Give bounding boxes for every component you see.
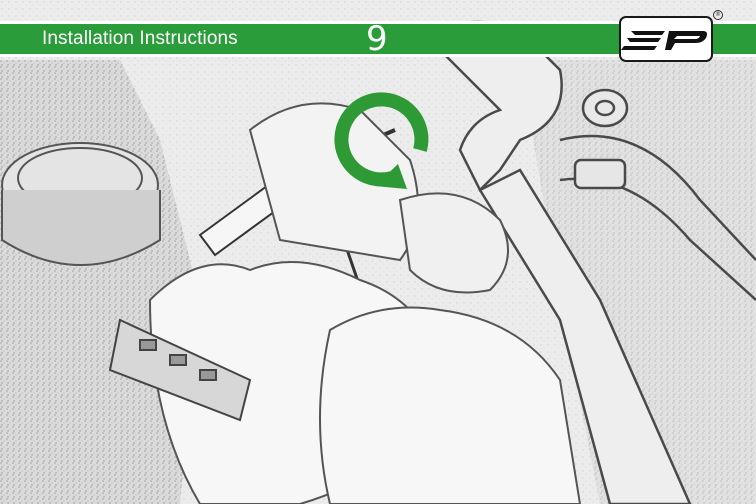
header-title: Installation Instructions: [42, 28, 238, 50]
page-number: 9: [366, 21, 388, 57]
registered-mark: ®: [713, 10, 723, 20]
reservoir-cap: [2, 143, 160, 265]
ep-logo-icon: [619, 16, 713, 62]
